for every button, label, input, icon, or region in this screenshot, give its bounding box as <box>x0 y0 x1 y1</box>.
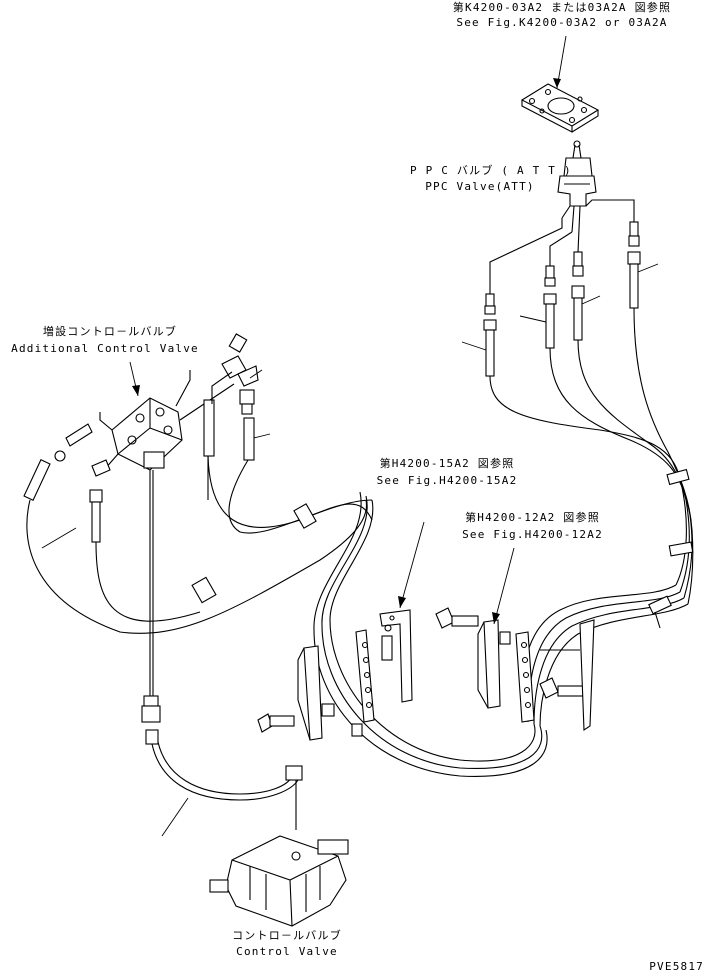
label-ppc-valve-en: PPC Valve(ATT) <box>425 180 535 193</box>
label-ref-k4200-jp: 第K4200-03A2 または03A2A 図参照 <box>452 1 672 14</box>
bracket-h4200-15 <box>257 609 413 741</box>
control-valve <box>209 835 349 927</box>
additional-valve-hoses <box>26 371 548 777</box>
label-control-valve-en: Control Valve <box>236 945 338 958</box>
leader-h4200-12 <box>493 547 515 625</box>
label-ppc-valve-jp: P P C バルブ ( A T T ) <box>410 164 572 177</box>
label-ref-k4200-en: See Fig.K4200-03A2 or 03A2A <box>456 16 668 29</box>
label-ref-h4200-12-en: See Fig.H4200-12A2 <box>462 528 603 541</box>
label-additional-valve-jp: 増設コントロ－ルバルブ <box>42 325 178 338</box>
label-ref-h4200-12-jp: 第H4200-12A2 図参照 <box>465 511 600 524</box>
hose-clamps-left <box>191 503 317 604</box>
ppc-valve <box>557 140 635 253</box>
label-additional-valve-en: Additional Control Valve <box>11 342 199 355</box>
label-control-valve-jp: コントロ－ルバルブ <box>232 929 342 942</box>
ppc-fittings <box>483 218 641 377</box>
additional-control-valve <box>111 370 235 471</box>
additional-valve-fittings <box>23 333 259 543</box>
bracket-h4200-12 <box>435 607 595 732</box>
label-ref-h4200-15-en: See Fig.H4200-15A2 <box>376 474 518 487</box>
pipe-to-control-valve <box>141 470 303 830</box>
leader-h4200-15 <box>399 521 425 609</box>
hose-clamps-right <box>648 468 694 629</box>
ppc-mount-plate <box>520 83 600 133</box>
label-ref-h4200-15-jp: 第H4200-15A2 図参照 <box>379 457 515 470</box>
drawing-code: PVE5817 <box>649 960 704 973</box>
